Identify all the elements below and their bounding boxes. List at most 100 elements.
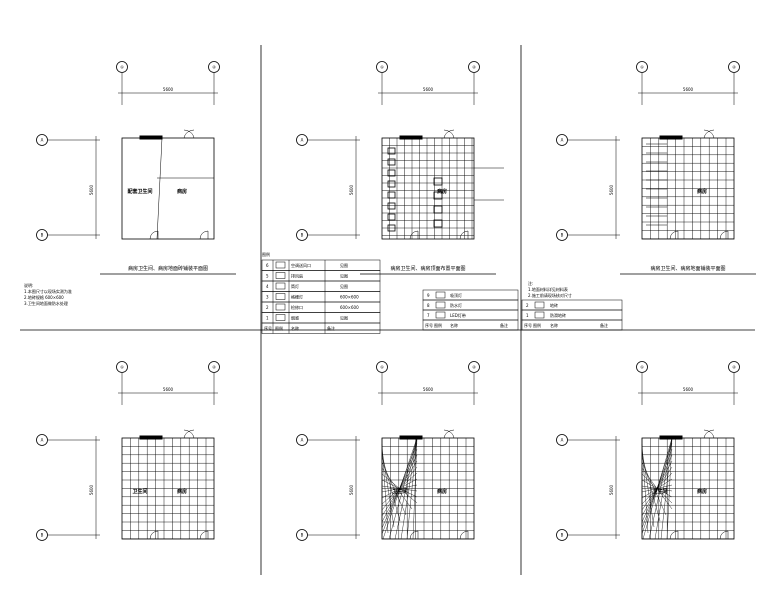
grid-bubble-top-1-circle [116, 361, 128, 373]
grid-bubble-top-2-label: ② [472, 65, 476, 70]
legend-no: 1 [266, 316, 269, 321]
legend3-col-header: 名称 [550, 322, 558, 328]
legend-col-header: 名称 [291, 325, 299, 331]
grid-bubble-top-2-circle [468, 61, 480, 73]
vent [433, 205, 443, 214]
legend-row [261, 270, 381, 282]
legend2-name: 吸顶灯 [450, 292, 462, 298]
hatch-line [381, 443, 389, 534]
legend-header: 图例 [262, 251, 270, 257]
legend2-row [422, 309, 519, 321]
door-swing-bottom-left [149, 230, 159, 240]
legend-col-header: 图例 [275, 325, 283, 331]
grid-bubble-left-1-label: A [301, 138, 304, 143]
legend-row [261, 291, 381, 303]
note-line: 说明: [24, 282, 33, 288]
door-swing-bottom-right [719, 530, 729, 540]
door-swing-bottom-right [719, 230, 729, 240]
tile-grid [642, 138, 734, 240]
hatch-line [406, 437, 418, 540]
hatch-line [654, 437, 673, 540]
legend-symbol [275, 314, 286, 321]
legend2-row [422, 299, 519, 311]
grid-bubble-top-1-circle [636, 361, 648, 373]
legend3-no: 1 [526, 313, 529, 318]
vent [433, 177, 443, 186]
ceiling-light [387, 180, 396, 188]
grid-bubble-left-2-label: B [301, 233, 304, 238]
door-swing-bottom-left [669, 230, 679, 240]
grid-bubble-top-2-label: ② [732, 365, 736, 370]
grid-bubble-left-1-label: A [41, 138, 44, 143]
grid-bubble-left-1-circle [296, 434, 308, 446]
dim-text-top: 5600 [423, 87, 434, 92]
legend-row [261, 312, 381, 324]
door-swing-top [703, 429, 715, 439]
window-top [399, 435, 423, 440]
room-label: 病房 [437, 188, 447, 195]
window-top [139, 435, 163, 440]
bathroom-hatch [641, 437, 673, 540]
hatch-line [648, 437, 673, 540]
door-swing-top [443, 429, 455, 439]
room-outline [121, 137, 215, 240]
legend-no: 2 [266, 305, 269, 310]
legend2-header-row [422, 319, 519, 331]
dim-text-top: 5600 [683, 387, 694, 392]
panel-title: 病房卫生间、病房地面砖铺装平面图 [128, 265, 208, 272]
room-label: 卫生间 [652, 488, 667, 495]
tile-grid [382, 138, 474, 239]
legend3-symbol [534, 311, 545, 319]
hatch-line [394, 437, 418, 540]
grid-bubble-top-1-circle [636, 61, 648, 73]
door-swing-bottom-left [149, 530, 159, 540]
room-label: 卫生间 [132, 488, 147, 495]
grid-bubble-left-1-circle [296, 134, 308, 146]
legend-symbol [275, 272, 286, 279]
legend-symbol [275, 261, 286, 269]
room-outline [381, 137, 475, 240]
tile-grid [122, 438, 214, 540]
legend2-col-header: 名称 [450, 322, 458, 328]
room-label: 病房 [697, 188, 707, 195]
grid-bubble-left-1-label: A [301, 438, 304, 443]
legend-symbol [275, 282, 286, 290]
room-label: 病房 [697, 488, 707, 495]
legend2-name: 防水灯 [450, 302, 462, 308]
grid-bubble-top-2-label: ② [732, 65, 736, 70]
grid-bubble-top-2-label: ② [472, 365, 476, 370]
grid-bubble-left-2-label: B [561, 533, 564, 538]
room-label: 病房 [177, 488, 187, 495]
grid-bubble-left-2-label: B [41, 233, 44, 238]
door-swing-bottom-right [459, 530, 469, 540]
panel-title: 病房卫生间、病房顶面布置平面图 [390, 265, 465, 272]
legend3-row [521, 299, 623, 311]
dim-text-left: 5600 [609, 184, 614, 195]
grid-bubble-top-2-circle [728, 61, 740, 73]
window-top [659, 435, 683, 440]
legend-name: 格栅灯 [291, 294, 303, 300]
door-swing-top [703, 129, 715, 139]
window-top [139, 135, 163, 140]
hatch-line [642, 437, 673, 540]
grid-bubble-left-1-circle [36, 434, 48, 446]
vent [433, 219, 443, 228]
grid-bubble-left-2-label: B [301, 533, 304, 538]
note-line: 2.施工前请现场核对尺寸 [528, 292, 572, 298]
door-swing-top [183, 129, 195, 139]
legend-row [261, 259, 381, 271]
legend2-col-header: 序号 [425, 322, 433, 328]
partition-wall [156, 137, 163, 240]
grid-bubble-left-2-label: B [41, 533, 44, 538]
dim-text-left: 5600 [349, 184, 354, 195]
legend2-col-header: 备注 [500, 322, 508, 328]
legend2-no: 8 [427, 303, 430, 308]
note-line: 1.地面材料详见材料表 [528, 286, 568, 292]
ceiling-light [387, 191, 396, 199]
hatch-line [412, 437, 418, 540]
